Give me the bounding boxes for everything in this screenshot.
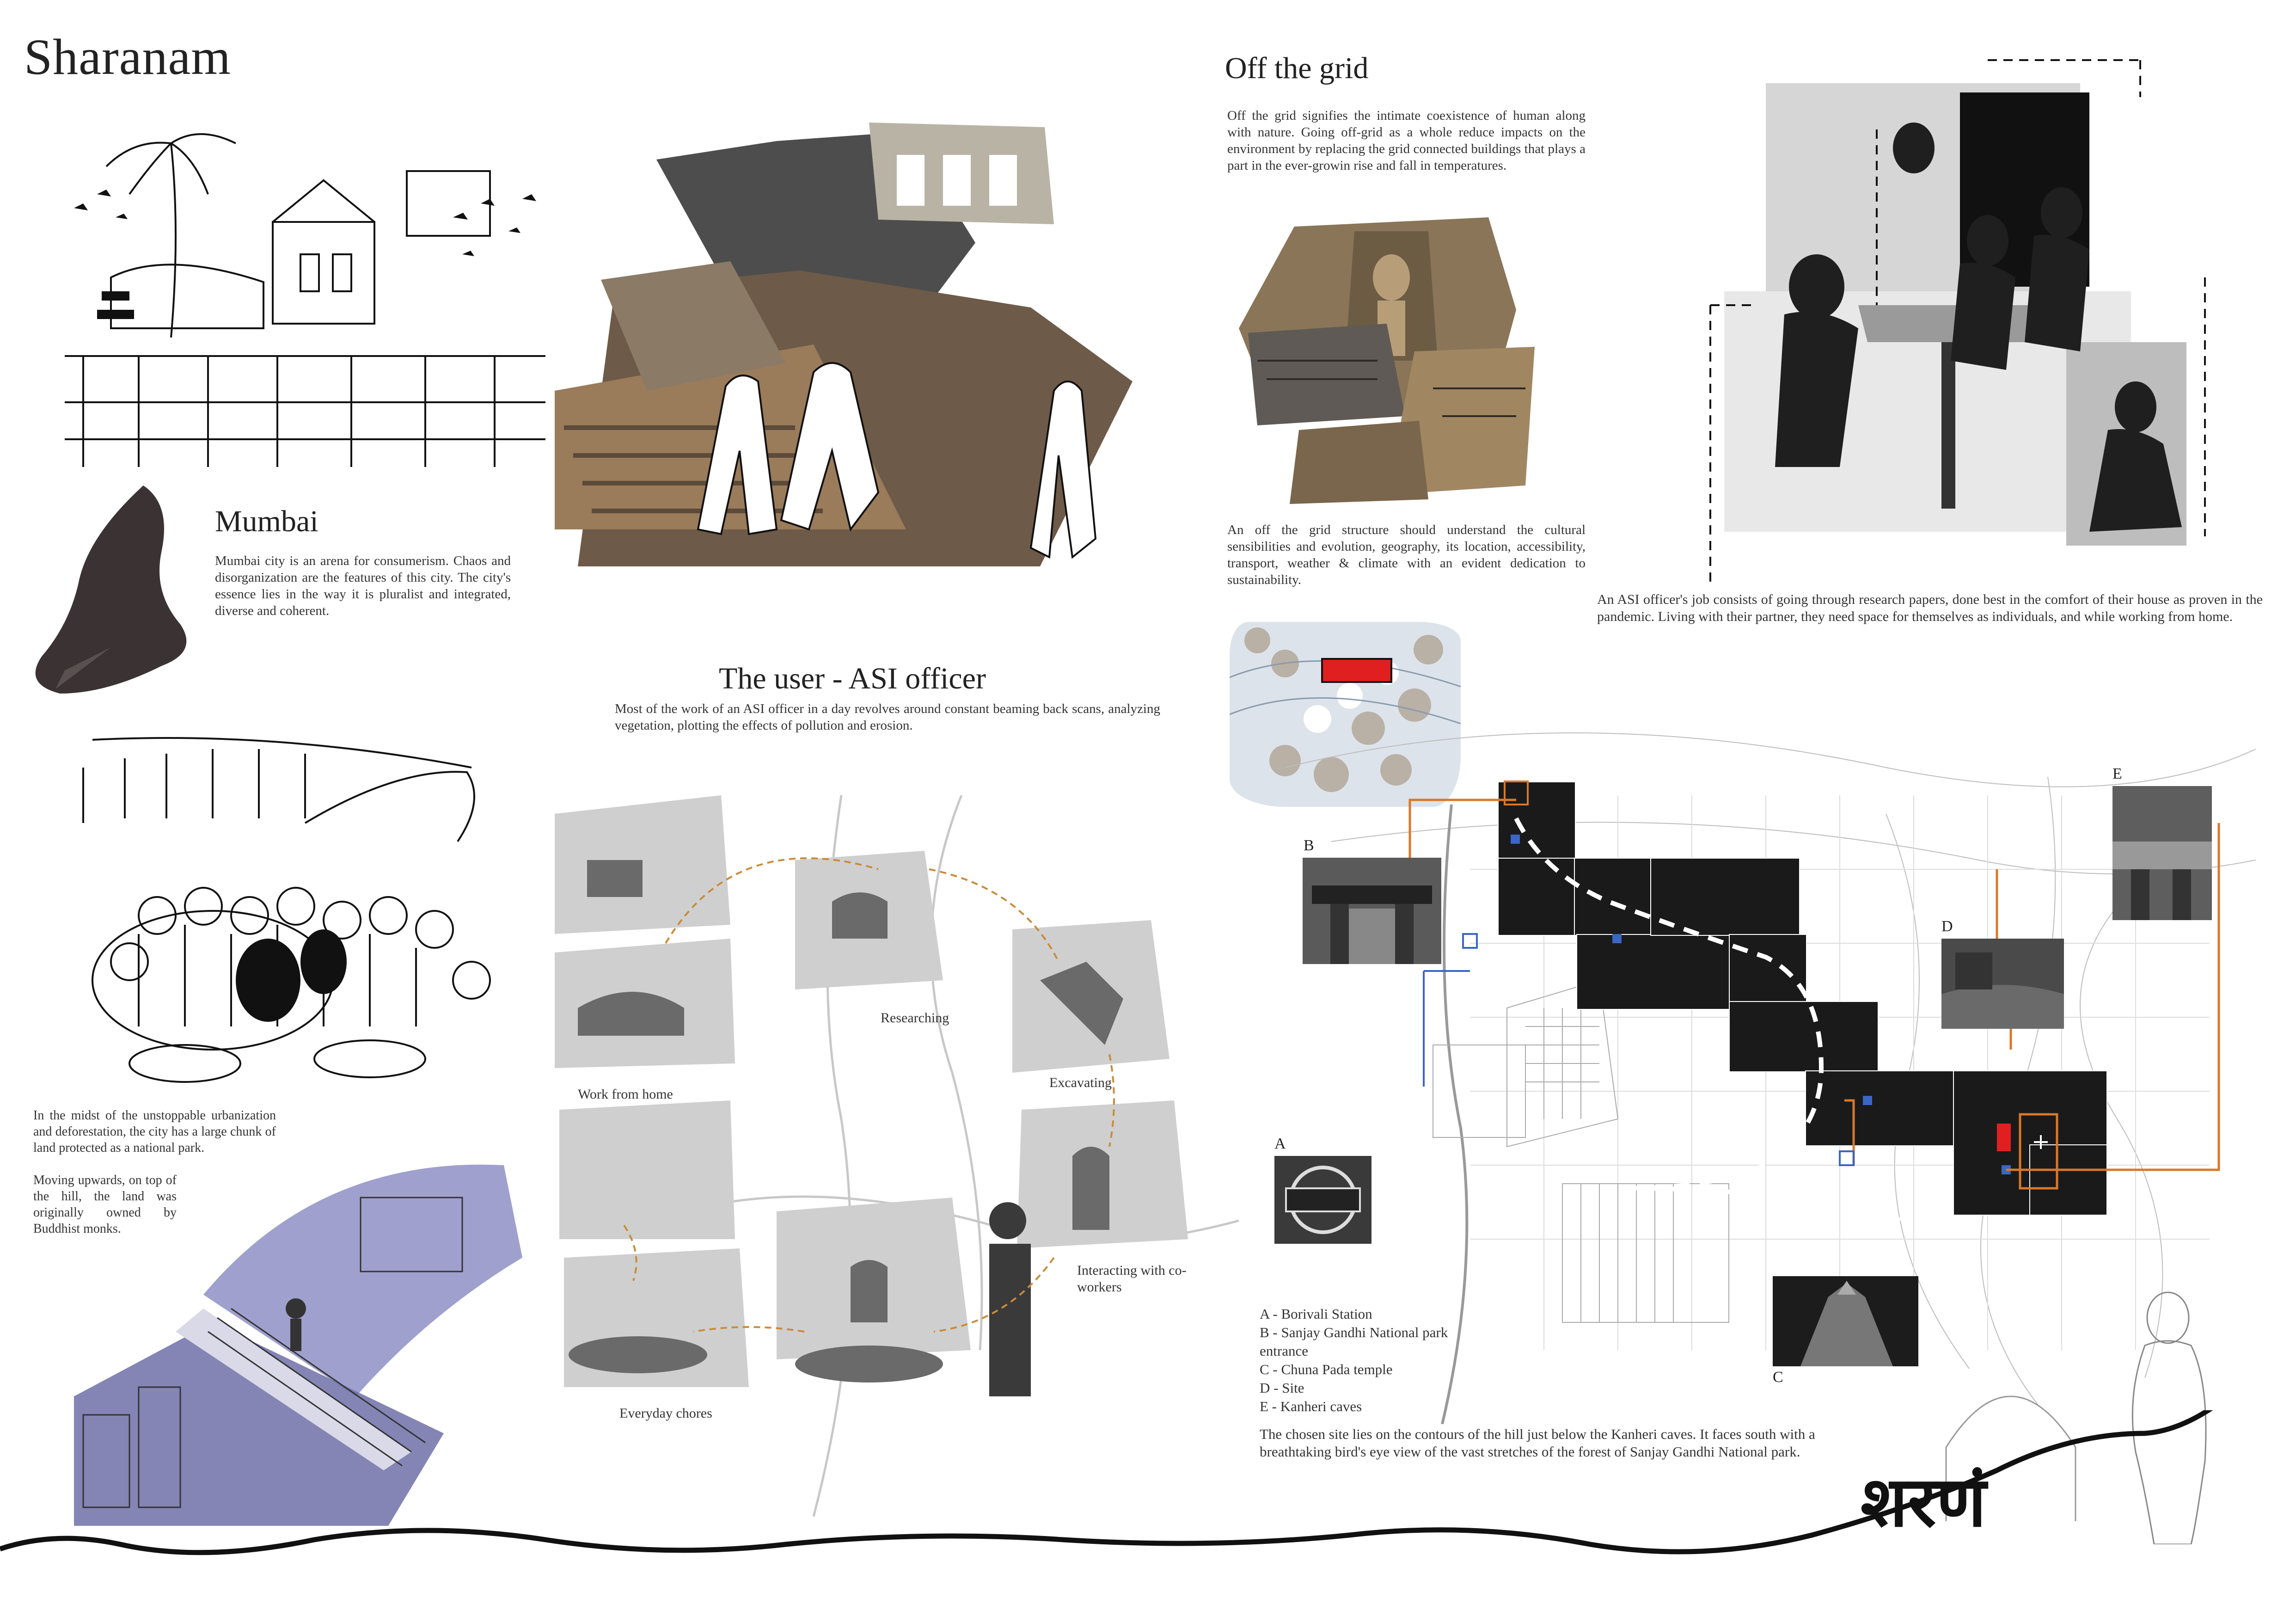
- map-tile: [1576, 934, 1731, 1010]
- asi-job-description: An ASI officer's job consists of going t…: [1597, 592, 2263, 624]
- map-photo-park-entrance: [1303, 858, 1441, 964]
- off-grid-structure-description: An off the grid structure should underst…: [1227, 522, 1586, 587]
- off-grid-heading: Off the grid: [1225, 51, 1369, 85]
- label-researching: Researching: [881, 1010, 949, 1026]
- legend-item: A - Borivali Station: [1260, 1306, 1372, 1322]
- off-grid-description: Off the grid signifies the intimate coex…: [1227, 108, 1586, 173]
- legend-item: C - Chuna Pada temple: [1260, 1361, 1393, 1377]
- legend-item: E - Kanheri caves: [1260, 1398, 1362, 1414]
- page-title: Sharanam: [24, 29, 231, 85]
- site-description: The chosen site lies on the contours of …: [1260, 1426, 1815, 1460]
- label-everyday-chores: Everyday chores: [619, 1406, 712, 1421]
- map-label-e: E: [2112, 765, 2122, 782]
- kanheri-caves-collage: [545, 104, 1216, 631]
- map-photo-borivali-station: [1274, 1156, 1371, 1244]
- bottom-hill-line: [0, 1410, 2213, 1555]
- map-label-a: A: [1274, 1135, 1286, 1152]
- map-tile: [1574, 858, 1652, 936]
- label-excavating: Excavating: [1049, 1075, 1112, 1090]
- cave-arch-sketch: [1945, 1395, 2076, 1521]
- map-label-b: B: [1304, 837, 1314, 854]
- cave-temple-collage: [1239, 213, 1539, 509]
- map-tile: [1805, 1070, 1955, 1146]
- mumbai-description: Mumbai city is an arena for consumerism.…: [215, 553, 511, 618]
- daily-routine-illustration: [545, 795, 1276, 1517]
- legend-item: D - Site: [1260, 1380, 1304, 1396]
- map-label-d: D: [1941, 918, 1953, 935]
- home-workspace-collage: [1664, 46, 2219, 583]
- user-heading: The user - ASI officer: [719, 662, 986, 695]
- legend-item: B - Sanjay Gandhi National park entrance: [1260, 1324, 1448, 1359]
- user-description: Most of the work of an ASI officer in a …: [615, 701, 1160, 733]
- label-work-from-home: Work from home: [578, 1087, 673, 1102]
- map-label-c: C: [1773, 1369, 1783, 1386]
- map-tile: [1729, 1001, 1879, 1072]
- mumbai-map-silhouette: [28, 481, 203, 698]
- map-tile: [2029, 1144, 2107, 1216]
- map-connector-lines: [1408, 780, 2220, 1171]
- route-path-overlay: [1511, 817, 2058, 1221]
- map-tile: [1650, 858, 1800, 936]
- label-interacting-coworkers: Interacting with co-workers: [1077, 1263, 1187, 1295]
- site-detail-inset: [1230, 622, 1461, 807]
- map-photo-kanheri-caves: [2112, 786, 2212, 920]
- map-photo-chuna-pada-temple: [1773, 1276, 1918, 1366]
- map-legend: A - Borivali Station B - Sanjay Gandhi N…: [1260, 1305, 1546, 1416]
- map-photo-site: [1941, 939, 2064, 1029]
- crowd-sketch-illustration: [74, 721, 513, 1091]
- hill-staircase-sketch: [65, 1156, 527, 1535]
- buddhist-monks-description: Moving upwards, on top of the hill, the …: [33, 1173, 177, 1236]
- city-sketch-illustration: [55, 116, 555, 485]
- mumbai-heading: Mumbai: [215, 504, 318, 538]
- national-park-description: In the midst of the unstoppable urbaniza…: [33, 1108, 276, 1155]
